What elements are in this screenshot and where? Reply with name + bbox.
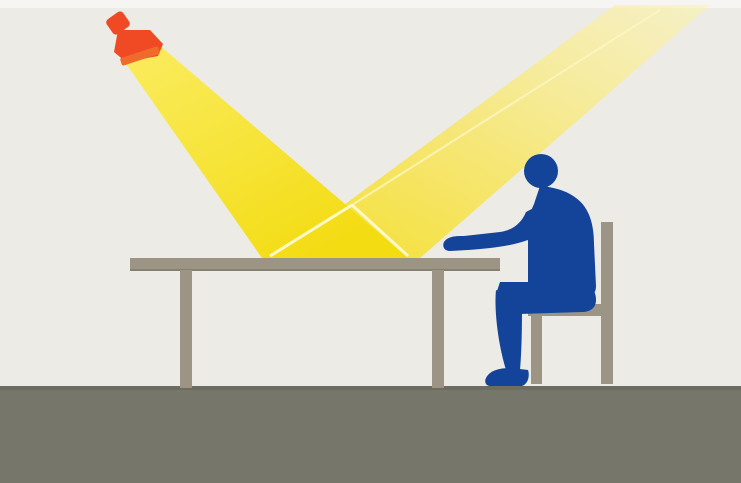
chair-front-leg — [531, 314, 542, 384]
desk-right-leg — [432, 270, 444, 388]
floor — [0, 388, 741, 483]
chair-back — [601, 222, 613, 384]
person-head — [524, 154, 558, 188]
floor-edge — [0, 386, 741, 390]
desk-left-leg — [180, 270, 192, 388]
